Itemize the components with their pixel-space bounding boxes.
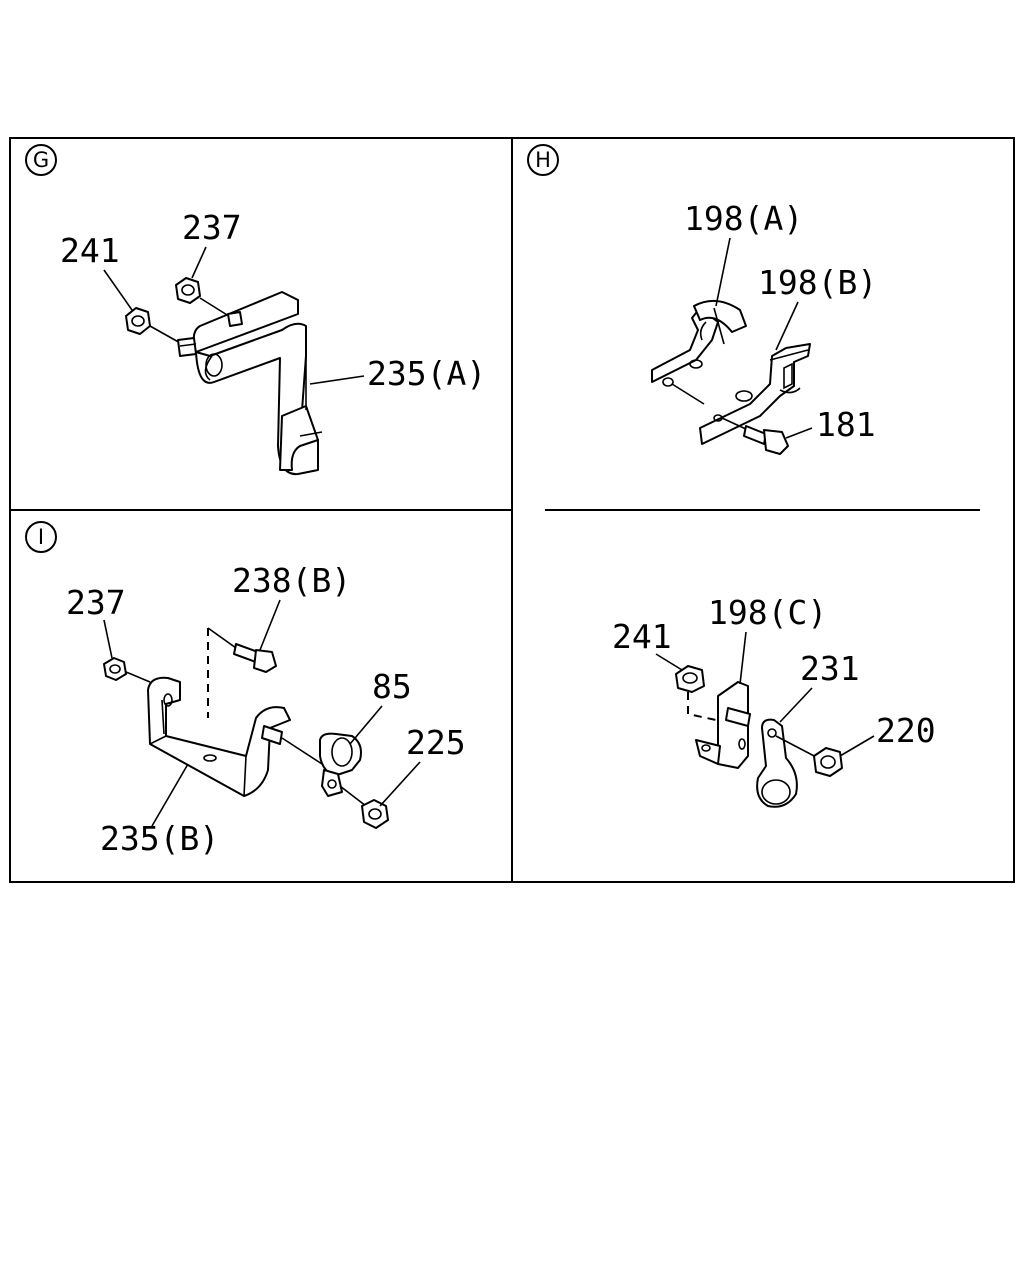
callout-h-181: 181	[785, 405, 876, 444]
callout-h2-198c: 198(C)	[708, 593, 827, 685]
stud-i	[261, 725, 323, 765]
nut-237	[175, 277, 243, 327]
diagram-frame	[9, 137, 1015, 883]
nut-241-h	[675, 665, 705, 693]
section-badge-g-label: G	[33, 148, 49, 172]
clip-85	[319, 732, 367, 807]
nut-237-i	[103, 657, 151, 683]
callout-i-225: 225	[379, 723, 466, 807]
section-badge-g: G	[25, 144, 57, 176]
callout-i-235b-label: 235(B)	[100, 819, 219, 858]
callout-i-225-label: 225	[406, 723, 466, 762]
callout-i-85-label: 85	[372, 667, 412, 706]
panel-h: H 198(A)	[527, 144, 877, 455]
callout-h-198b-label: 198(B)	[758, 263, 877, 302]
callout-h2-220: 220	[839, 711, 936, 757]
panel-g: G 241	[25, 144, 486, 476]
callout-h-181-label: 181	[816, 405, 876, 444]
callout-i-237-label: 237	[66, 583, 126, 622]
callout-h2-231-label: 231	[800, 649, 860, 688]
callout-i-85: 85	[349, 667, 412, 745]
bracket-198a	[651, 299, 747, 405]
callout-h-198a: 198(A)	[684, 199, 803, 307]
callout-i-235b: 235(B)	[100, 763, 219, 858]
bracket-235b	[147, 676, 291, 797]
bracket-235a	[192, 291, 323, 476]
callout-g-241: 241	[60, 231, 133, 311]
callout-i-237: 237	[66, 583, 126, 659]
callout-h2-231: 231	[779, 649, 860, 723]
callout-i-238b-label: 238(B)	[232, 561, 351, 600]
callout-g-241-label: 241	[60, 231, 120, 270]
callout-h2-241: 241	[612, 617, 683, 671]
section-badge-h: H	[527, 144, 559, 176]
callout-h-198a-label: 198(A)	[684, 199, 803, 238]
callout-h2-198c-label: 198(C)	[708, 593, 827, 632]
bracket-198c	[695, 681, 749, 769]
nut-241	[125, 307, 197, 357]
bolt-238b	[207, 627, 277, 718]
stud-h-lower	[687, 692, 751, 727]
clamp-231	[756, 718, 819, 808]
callout-h2-241-label: 241	[612, 617, 672, 656]
callout-g-237: 237	[182, 208, 242, 279]
section-badge-i-label: I	[38, 525, 44, 549]
panel-h-lower: 241 198(C) 231 220	[612, 593, 936, 808]
callout-g-235a: 235(A)	[309, 354, 486, 393]
callout-g-237-label: 237	[182, 208, 242, 247]
panel-i: I	[25, 521, 466, 858]
callout-h2-220-label: 220	[876, 711, 936, 750]
callout-h-198b: 198(B)	[758, 263, 877, 351]
section-badge-i: I	[25, 521, 57, 553]
bracket-198b	[699, 343, 811, 445]
nut-220	[813, 747, 843, 777]
nut-225	[361, 799, 389, 829]
callout-g-235a-label: 235(A)	[367, 354, 486, 393]
section-badge-h-label: H	[535, 148, 551, 172]
callout-i-238b: 238(B)	[232, 561, 351, 651]
bolt-181	[721, 417, 789, 455]
